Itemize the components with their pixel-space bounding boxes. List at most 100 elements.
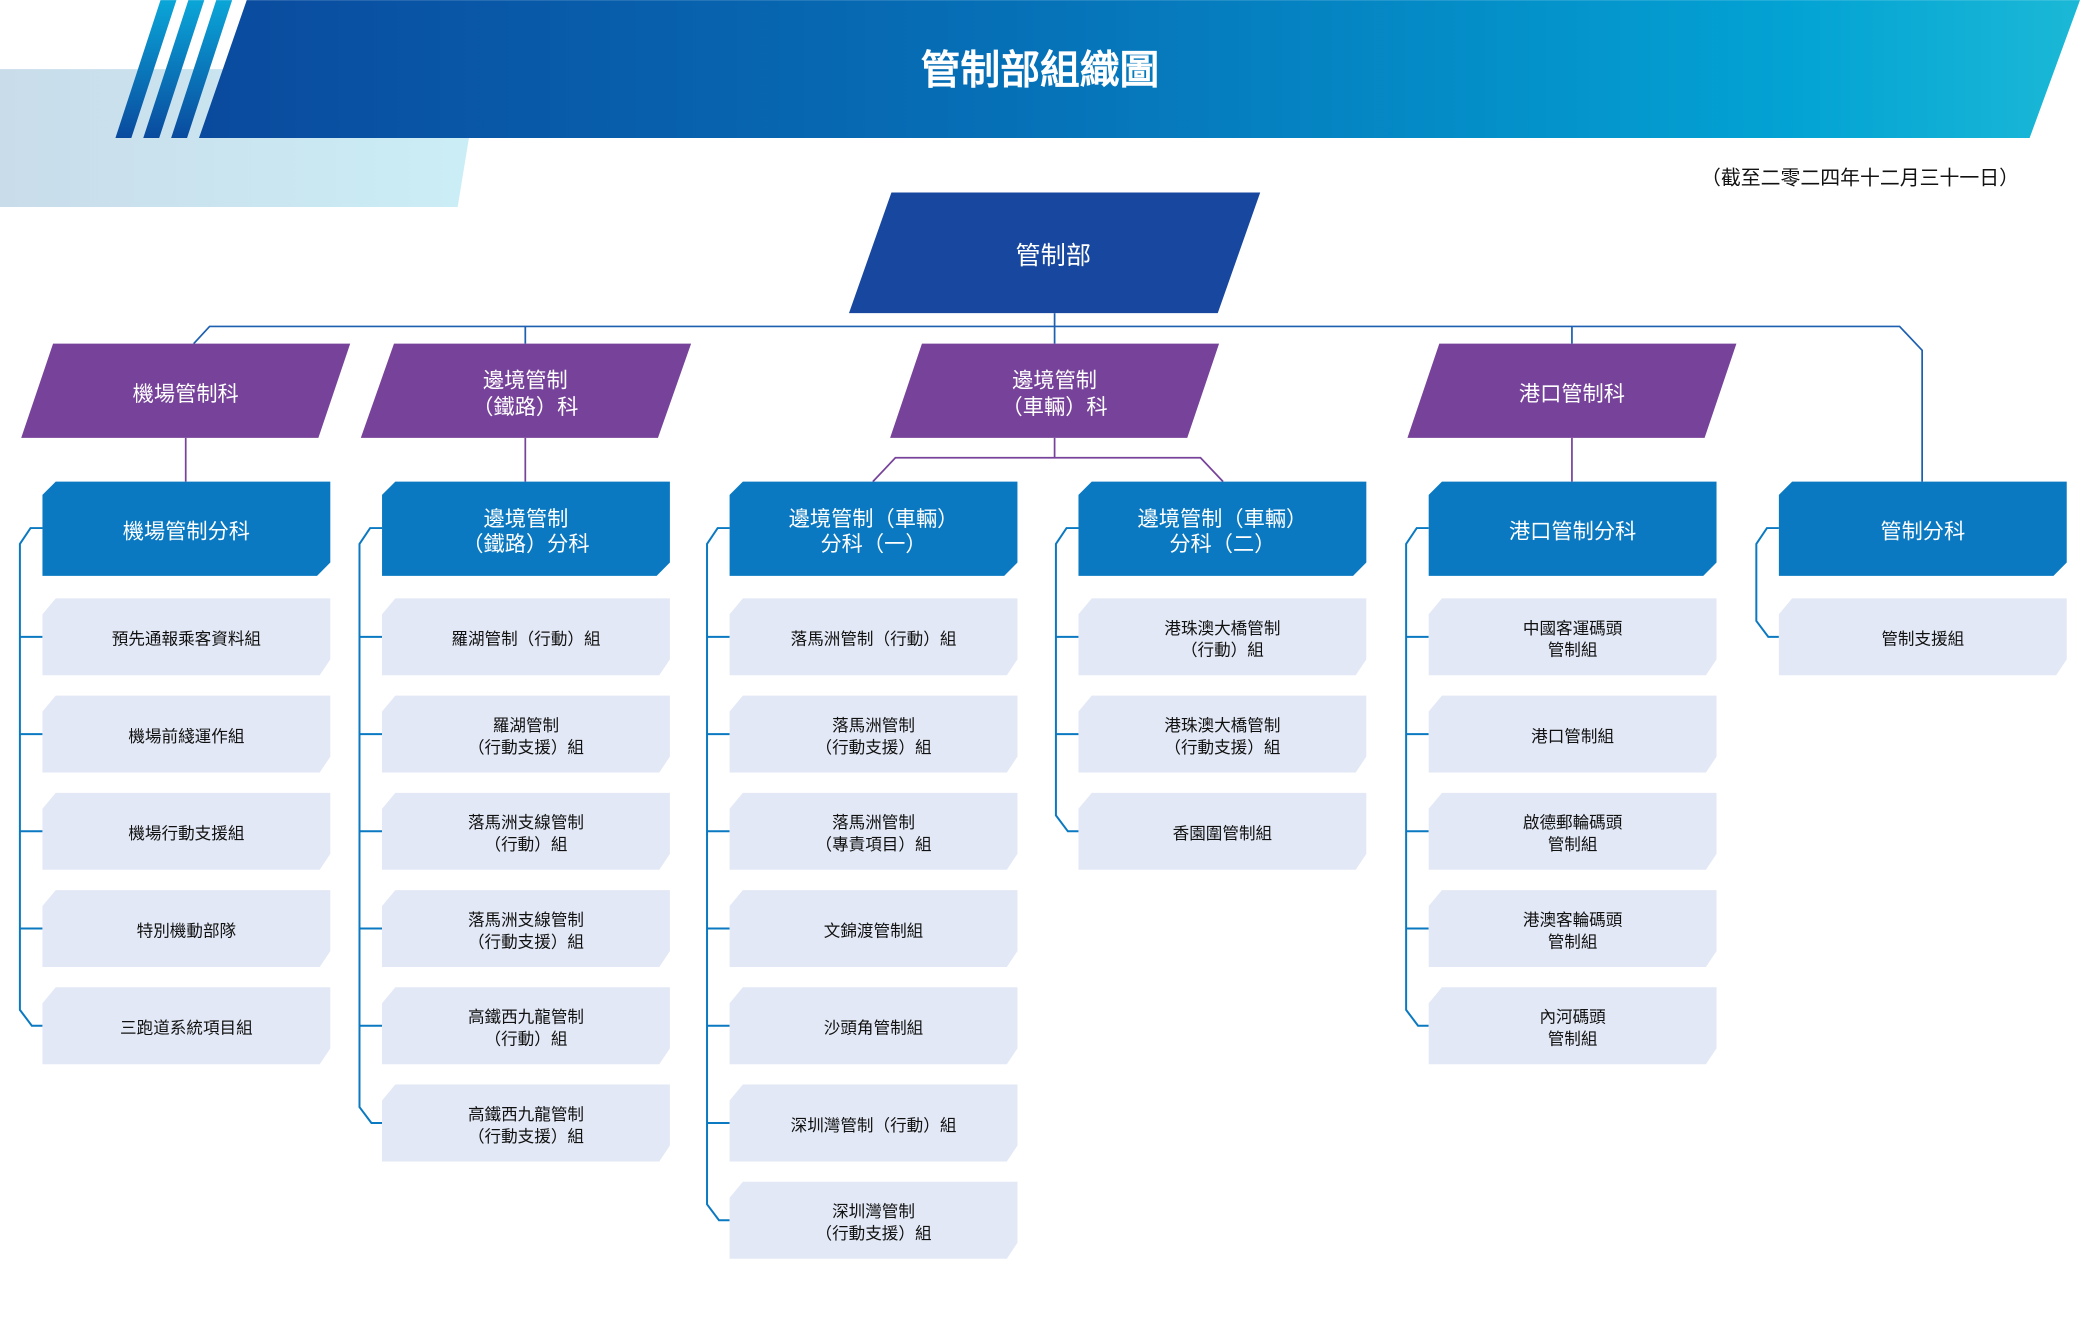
group-node[interactable]: 落馬洲支線管制（行動）組 xyxy=(382,792,670,870)
group-box xyxy=(1428,987,1717,1065)
connector-line xyxy=(193,325,1924,482)
group-box xyxy=(42,792,331,870)
division-node[interactable]: 邊境管制（車輛）科 xyxy=(890,343,1220,438)
node-label-line: 港口管制科 xyxy=(1519,382,1625,407)
division-node[interactable]: 機場管制科 xyxy=(21,343,351,438)
header-banner: 管制部組織圖 xyxy=(0,0,2080,208)
node-label-line: （專責項目）組 xyxy=(815,835,931,854)
node-label-line: 管制組 xyxy=(1548,1030,1598,1049)
group-box xyxy=(382,1084,670,1162)
group-node[interactable]: 羅湖管制（行動支援）組 xyxy=(382,695,670,773)
group-box xyxy=(1778,598,2067,676)
root-box xyxy=(848,192,1261,314)
node-label-line: 三跑道系統項目組 xyxy=(120,1019,253,1038)
group-node[interactable]: 深圳灣管制（行動支援）組 xyxy=(729,1181,1018,1259)
group-node[interactable]: 機場前綫運作組 xyxy=(42,695,331,773)
section-box xyxy=(382,481,670,576)
node-label-line: 機場管制分科 xyxy=(123,519,250,544)
group-box xyxy=(1428,890,1717,968)
group-box xyxy=(1078,598,1367,676)
connector-line xyxy=(358,527,383,1125)
node-label-line: 港澳客輪碼頭 xyxy=(1523,910,1623,929)
root-node-control-branch[interactable]: 管制部 xyxy=(848,192,1261,314)
group-box xyxy=(382,598,670,676)
group-box xyxy=(1428,598,1717,676)
connector-line xyxy=(18,527,43,1027)
node-label-line: 啟德郵輪碼頭 xyxy=(1523,813,1623,832)
group-box xyxy=(729,890,1018,968)
group-node[interactable]: 落馬洲支線管制（行動支援）組 xyxy=(382,890,670,968)
connector-line xyxy=(1405,527,1429,1027)
node-label-line: 香園圍管制組 xyxy=(1173,824,1272,843)
group-node[interactable]: 深圳灣管制（行動）組 xyxy=(729,1084,1018,1162)
group-node[interactable]: 機場行動支援組 xyxy=(42,792,331,870)
group-box xyxy=(729,792,1018,870)
nodes: 管制部機場管制科機場管制分科預先通報乘客資料組機場前綫運作組機場行動支援組特別機… xyxy=(21,192,2067,1259)
section-node[interactable]: 機場管制分科 xyxy=(42,481,331,576)
as-of-date: （截至二零二四年十二月三十一日） xyxy=(1701,166,2019,189)
group-box xyxy=(729,1181,1018,1259)
section-node[interactable]: 港口管制分科 xyxy=(1428,481,1717,576)
node-label-line: （行動支援）組 xyxy=(468,1127,584,1146)
banner-stripe xyxy=(143,0,205,139)
group-node[interactable]: 落馬洲管制（行動）組 xyxy=(729,598,1018,676)
group-node[interactable]: 港珠澳大橋管制（行動支援）組 xyxy=(1078,695,1367,773)
group-box xyxy=(42,695,331,773)
node-label-line: 港珠澳大橋管制 xyxy=(1164,619,1280,638)
node-label-line: 深圳灣管制（行動）組 xyxy=(791,1116,957,1135)
node-label-line: 特別機動部隊 xyxy=(137,921,237,940)
node-label-line: 機場前綫運作組 xyxy=(128,727,244,746)
node-label-line: （鐵路）分科 xyxy=(462,532,589,557)
group-node[interactable]: 管制支援組 xyxy=(1778,598,2067,676)
node-label-line: 邊境管制 xyxy=(484,507,569,532)
node-label-line: 高鐵西九龍管制 xyxy=(468,1105,584,1124)
section-node[interactable]: 邊境管制（車輛）分科（二） xyxy=(1078,481,1367,576)
group-node[interactable]: 港口管制組 xyxy=(1428,695,1717,773)
node-label-line: （行動）組 xyxy=(1181,641,1264,660)
section-box xyxy=(729,481,1018,576)
banner-main xyxy=(198,0,2080,139)
group-node[interactable]: 落馬洲管制（行動支援）組 xyxy=(729,695,1018,773)
node-label-line: 港珠澳大橋管制 xyxy=(1164,716,1280,735)
section-node[interactable]: 邊境管制（鐵路）分科 xyxy=(382,481,670,576)
group-node[interactable]: 文錦渡管制組 xyxy=(729,890,1018,968)
node-label-line: 港口管制組 xyxy=(1531,727,1614,746)
group-box xyxy=(729,695,1018,773)
group-box xyxy=(1078,792,1367,870)
group-node[interactable]: 預先通報乘客資料組 xyxy=(42,598,331,676)
group-node[interactable]: 港珠澳大橋管制 （行動）組 xyxy=(1078,598,1367,676)
group-node[interactable]: 特別機動部隊 xyxy=(42,890,331,968)
division-node[interactable]: 邊境管制（鐵路）科 xyxy=(360,343,692,438)
node-label-line: （行動）組 xyxy=(485,1030,568,1049)
group-node[interactable]: 香園圍管制組 xyxy=(1078,792,1367,870)
group-node[interactable]: 三跑道系統項目組 xyxy=(42,987,331,1065)
group-box xyxy=(729,987,1018,1065)
node-label-line: 落馬洲管制 xyxy=(832,813,915,832)
node-label-line: 機場管制科 xyxy=(133,382,239,407)
group-node[interactable]: 落馬洲管制 （專責項目）組 xyxy=(729,792,1018,870)
node-label-line: 落馬洲管制 xyxy=(832,716,915,735)
section-node[interactable]: 邊境管制（車輛）分科（一） xyxy=(729,481,1018,576)
node-label-line: 內河碼頭 xyxy=(1539,1008,1606,1027)
group-node[interactable]: 高鐵西九龍管制（行動）組 xyxy=(382,987,670,1065)
group-box xyxy=(42,598,331,676)
group-node[interactable]: 羅湖管制（行動）組 xyxy=(382,598,670,676)
division-box xyxy=(1407,343,1737,438)
division-node[interactable]: 港口管制科 xyxy=(1407,343,1737,438)
group-box xyxy=(42,987,331,1065)
group-node[interactable]: 高鐵西九龍管制 （行動支援）組 xyxy=(382,1084,670,1162)
group-box xyxy=(42,890,331,968)
group-box xyxy=(1428,792,1717,870)
node-label-line: 落馬洲支線管制 xyxy=(468,813,584,832)
node-label-line: 預先通報乘客資料組 xyxy=(112,630,261,649)
group-node[interactable]: 沙頭角管制組 xyxy=(729,987,1018,1065)
node-label-line: 邊境管制（車輛） xyxy=(789,507,959,532)
banner-stripe xyxy=(171,0,233,139)
node-label-line: 管制組 xyxy=(1548,932,1598,951)
section-node[interactable]: 管制分科 xyxy=(1778,481,2067,576)
node-label-line: 管制支援組 xyxy=(1881,630,1964,649)
